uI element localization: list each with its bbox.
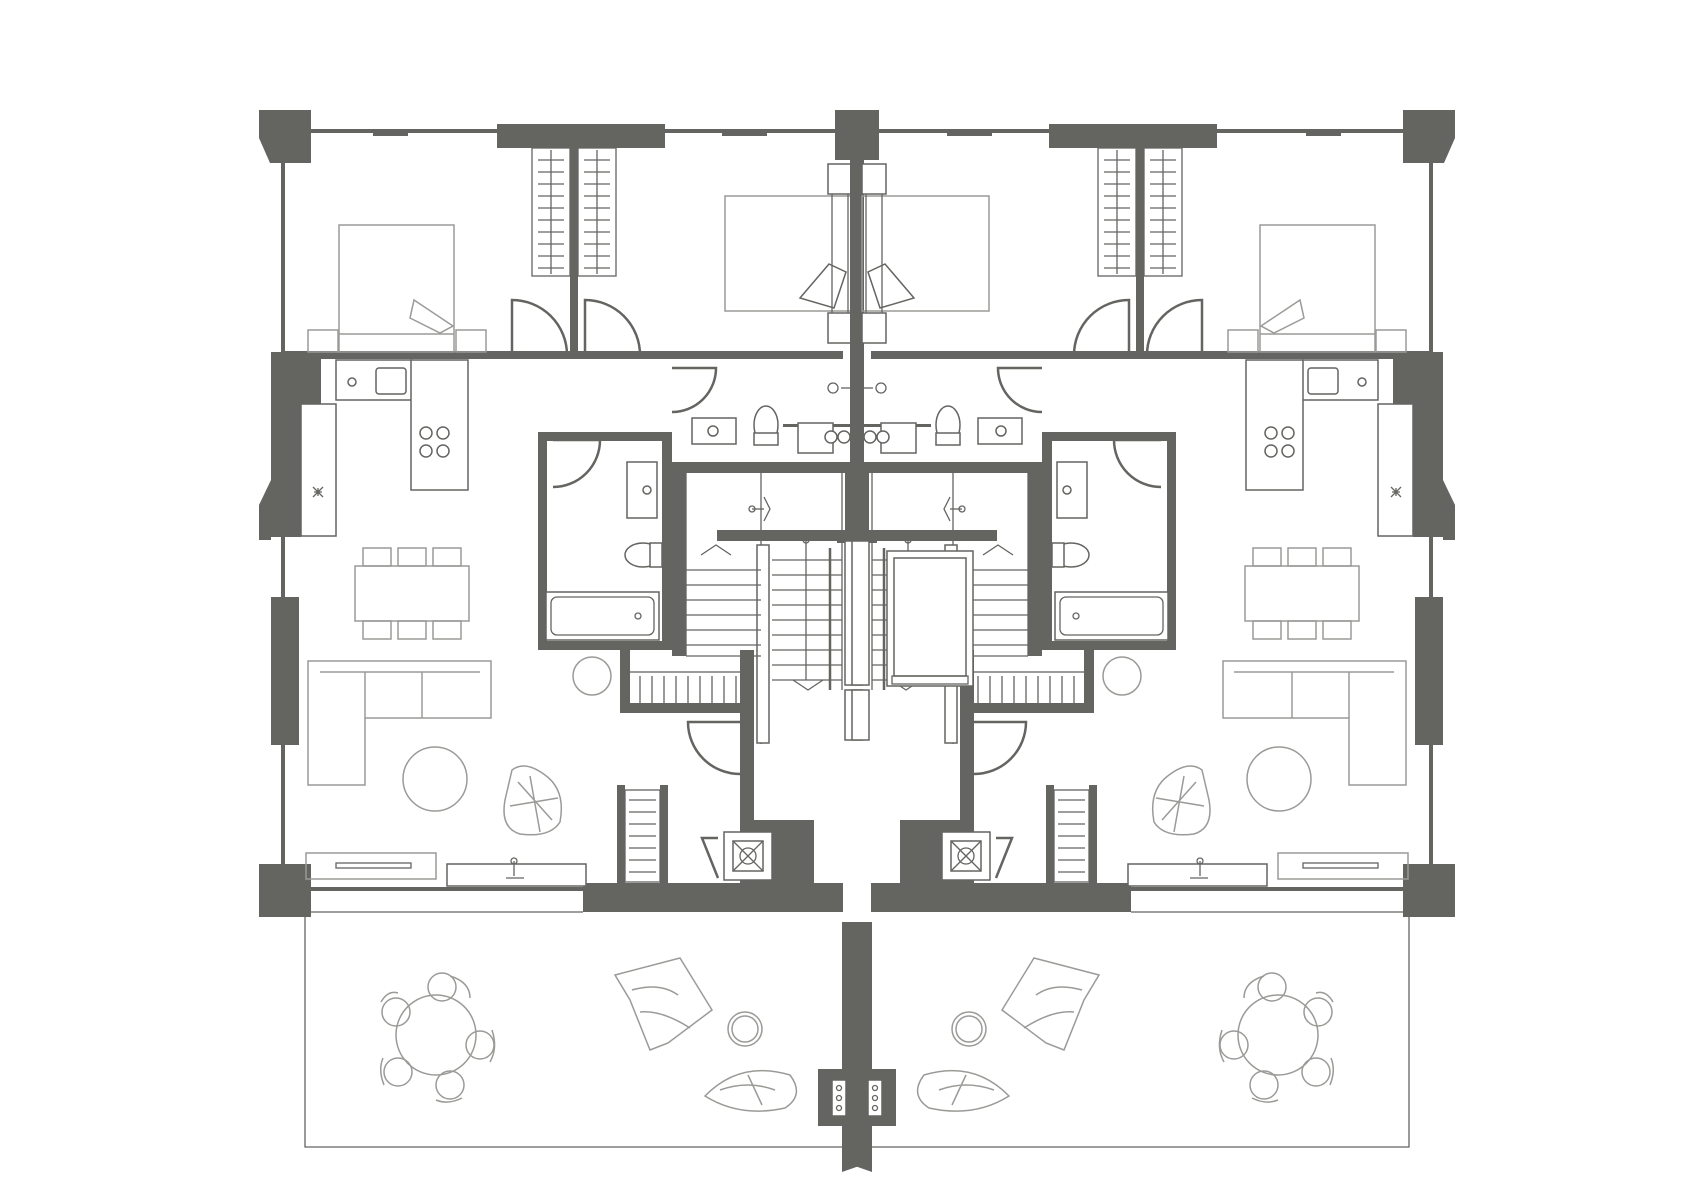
- lift-car: [886, 550, 974, 687]
